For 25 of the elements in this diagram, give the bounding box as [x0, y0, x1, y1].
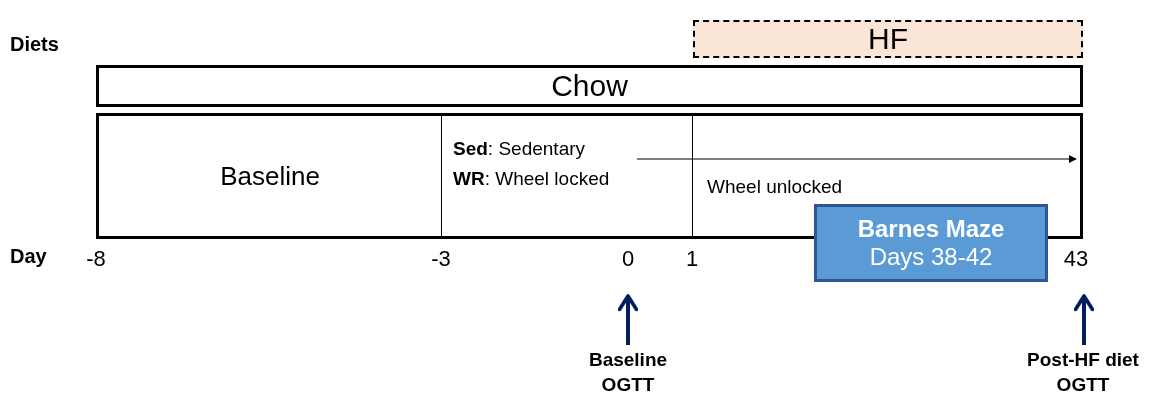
arrow [617, 294, 639, 345]
arrow [1073, 294, 1095, 345]
tick-label: -8 [86, 246, 106, 272]
tick-label: -3 [431, 246, 451, 272]
row-label: Diets [10, 33, 59, 56]
arrow [636, 155, 1077, 163]
phase-text: Wheel unlocked [707, 176, 843, 198]
row-label: Day [10, 245, 47, 268]
phase-segment [441, 113, 693, 239]
bar-text: Chow [551, 69, 628, 103]
event-title: Barnes Maze [857, 215, 1005, 243]
tick-label: 43 [1063, 246, 1089, 272]
phase-segment [96, 113, 442, 239]
bar-text: Post-HF diet OGTT [1026, 348, 1140, 397]
legend-text: Sed: Sedentary [453, 138, 586, 160]
legend-text: WR: Wheel locked [453, 168, 610, 190]
tick-label: 1 [685, 246, 699, 272]
diet-bar [693, 20, 1083, 58]
bar-text: Baseline [220, 160, 320, 192]
event-dates: Days 38-42 [869, 243, 993, 271]
event-box [814, 204, 1048, 282]
bar-text: Baseline OGTT [587, 348, 669, 397]
bar-text: HF [868, 22, 908, 56]
tick-label: 0 [621, 246, 635, 272]
diet-bar [96, 65, 1083, 107]
